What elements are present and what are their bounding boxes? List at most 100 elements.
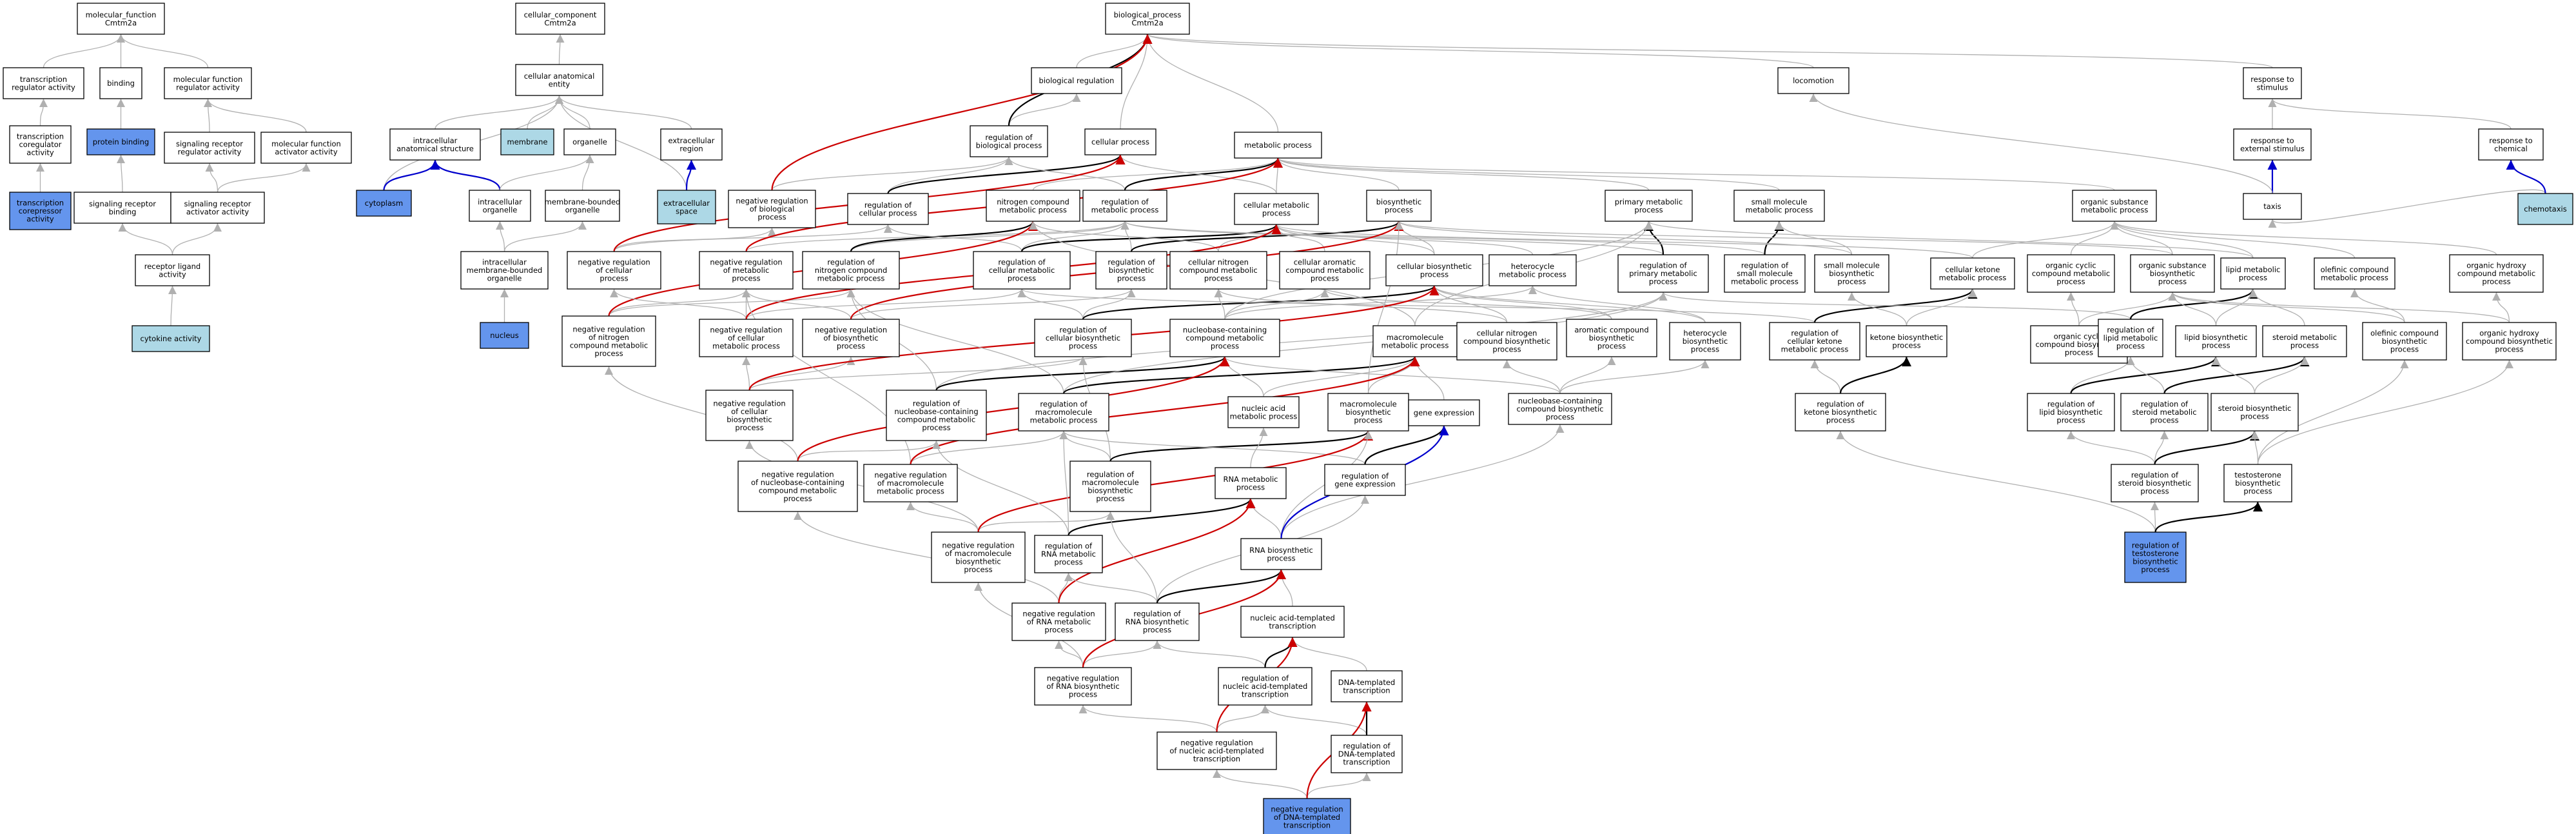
- node-ge[interactable]: gene expression: [1408, 399, 1480, 426]
- node-bioreg[interactable]: biological regulation: [1031, 67, 1122, 94]
- node-membrane[interactable]: membrane: [500, 128, 554, 155]
- node-chemotaxis[interactable]: chemotaxis: [2517, 193, 2573, 225]
- node-nucleus[interactable]: nucleus: [480, 322, 529, 349]
- node-rtbp[interactable]: regulation oftestosteronebiosyntheticpro…: [2124, 531, 2187, 583]
- node-metproc[interactable]: metabolic process: [1234, 132, 1322, 159]
- node-locomotion[interactable]: locomotion: [1777, 67, 1849, 94]
- node-organelle[interactable]: organelle: [563, 128, 616, 155]
- node-rnbcmp[interactable]: regulation ofnucleobase-containingcompou…: [886, 390, 987, 441]
- node-cellproc[interactable]: cellular process: [1084, 128, 1156, 155]
- node-ca[interactable]: cytokine activity: [132, 325, 210, 352]
- node-taxis[interactable]: taxis: [2243, 193, 2302, 220]
- node-rmbp[interactable]: regulation ofmacromoleculebiosyntheticpr…: [1069, 461, 1151, 512]
